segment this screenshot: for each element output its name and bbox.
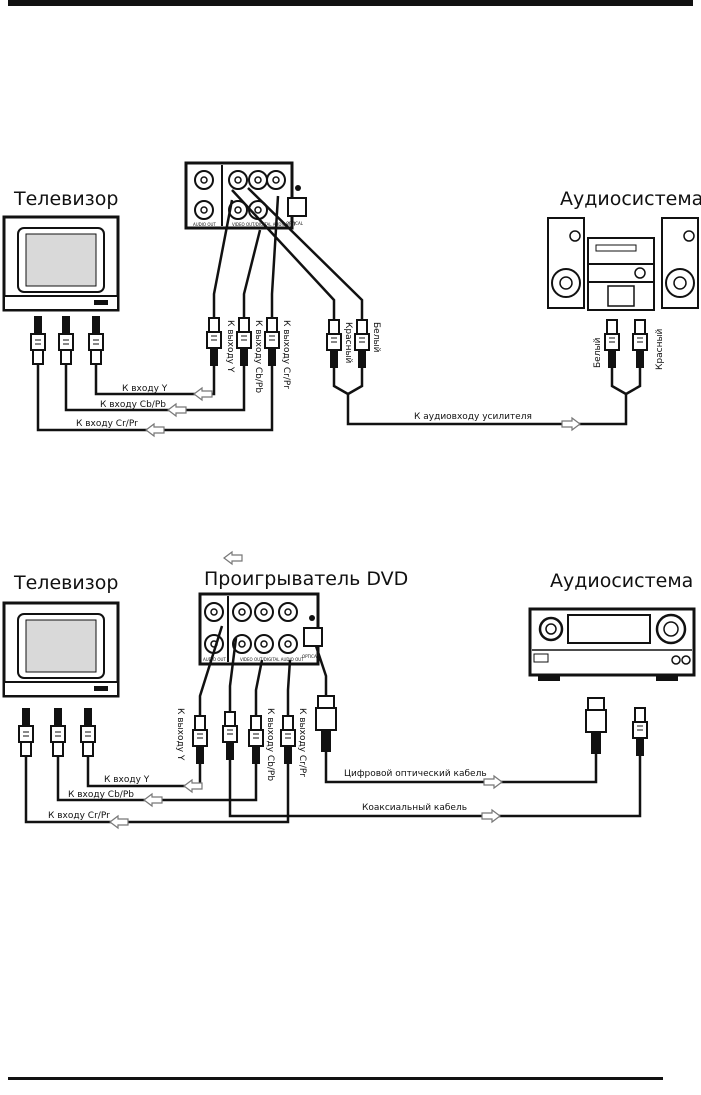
d1-label-dvd-y: К выходу Y	[225, 320, 235, 373]
d2-panel-audio-out: AUDIO OUT	[203, 657, 226, 662]
d2-label-tv-y: К входу Y	[104, 775, 150, 785]
d1-dvd-plug-y	[206, 317, 222, 367]
d1-tv-plug-y	[88, 315, 104, 365]
d2-tv-title: Телевизор	[14, 572, 119, 594]
d2-coax-plug-receiver	[632, 707, 648, 757]
d2-dvd-plug-y	[192, 715, 208, 765]
d1-label-amp-input: К аудиовходу усилителя	[414, 412, 532, 422]
d1-tv-plug-cr	[30, 315, 46, 365]
d2-panel-optical: OPTICAL	[302, 654, 320, 659]
d2-tv-plug-cb	[50, 707, 66, 757]
d1-label-red: Красный	[343, 322, 353, 364]
d1-tv-plug-cb	[58, 315, 74, 365]
d2-panel-video-out: VIDEO OUT/DIGITAL AUDIO OUT	[240, 657, 304, 662]
d1-label-white: Белый	[371, 322, 381, 353]
d2-tv-icon	[2, 601, 120, 698]
d2-dvd-title: Проигрыватель DVD	[204, 568, 409, 590]
d2-label-tv-cr: К входу Cr/Pr	[48, 811, 110, 821]
d2-label-dvd-cb: К выходу Cb/Pb	[265, 708, 275, 781]
d1-amp-plug-red	[632, 319, 648, 369]
d1-label-tv-y: К входу Y	[122, 384, 168, 394]
d1-dvd-plug-cr	[264, 317, 280, 367]
d1-label-dvd-cr: К выходу Cr/Pr	[281, 320, 291, 389]
d1-dvd-panel: AUDIO OUT VIDEO OUT/DIGITAL AUDIO OUT OP…	[184, 161, 307, 230]
d1-cables	[36, 187, 642, 432]
d2-dvd-plug-coax	[222, 711, 238, 761]
top-rule	[8, 0, 693, 6]
d1-label-tv-cb: К входу Cb/Pb	[100, 400, 166, 410]
d1-audio-system-icon	[547, 217, 699, 311]
d1-tv-icon	[2, 215, 120, 312]
d2-label-optical-cable: Цифровой оптический кабель	[344, 769, 487, 779]
d1-label-tv-cr: К входу Cr/Pr	[76, 419, 138, 429]
d2-optical-plug-dvd	[315, 695, 337, 752]
d2-label-coax-cable: Коаксиальный кабель	[362, 803, 467, 813]
d1-red-plug	[326, 319, 342, 369]
d2-tv-plug-y	[80, 707, 96, 757]
d1-label-amp-white: Белый	[593, 337, 603, 368]
d1-amp-plug-white	[604, 319, 620, 369]
d2-dvd-plug-cr	[280, 715, 296, 765]
d1-white-plug	[354, 319, 370, 369]
d2-cables	[24, 625, 642, 824]
d1-label-dvd-cb: К выходу Cb/Pb	[253, 320, 263, 393]
d2-label-dvd-cr: К выходу Cr/Pr	[297, 708, 307, 777]
stray-arrow	[223, 551, 243, 565]
d1-tv-title: Телевизор	[14, 188, 119, 210]
d2-label-dvd-y: К выходу Y	[175, 708, 185, 761]
bottom-rule	[8, 1077, 663, 1080]
d2-dvd-plug-cb	[248, 715, 264, 765]
d2-tv-plug-cr	[18, 707, 34, 757]
d1-label-amp-red: Красный	[655, 328, 665, 370]
d1-panel-optical: OPTICAL	[286, 221, 304, 226]
d1-panel-audio-out: AUDIO OUT	[193, 222, 216, 227]
d2-label-tv-cb: К входу Cb/Pb	[68, 790, 134, 800]
d2-dvd-panel: AUDIO OUT VIDEO OUT/DIGITAL AUDIO OUT OP…	[198, 592, 323, 666]
d2-audio-title: Аудиосистема	[550, 570, 694, 592]
d1-dvd-plug-cb	[236, 317, 252, 367]
d2-optical-plug-receiver	[585, 697, 607, 754]
d1-audio-title: Аудиосистема	[560, 188, 701, 210]
d2-receiver-icon	[528, 607, 696, 681]
